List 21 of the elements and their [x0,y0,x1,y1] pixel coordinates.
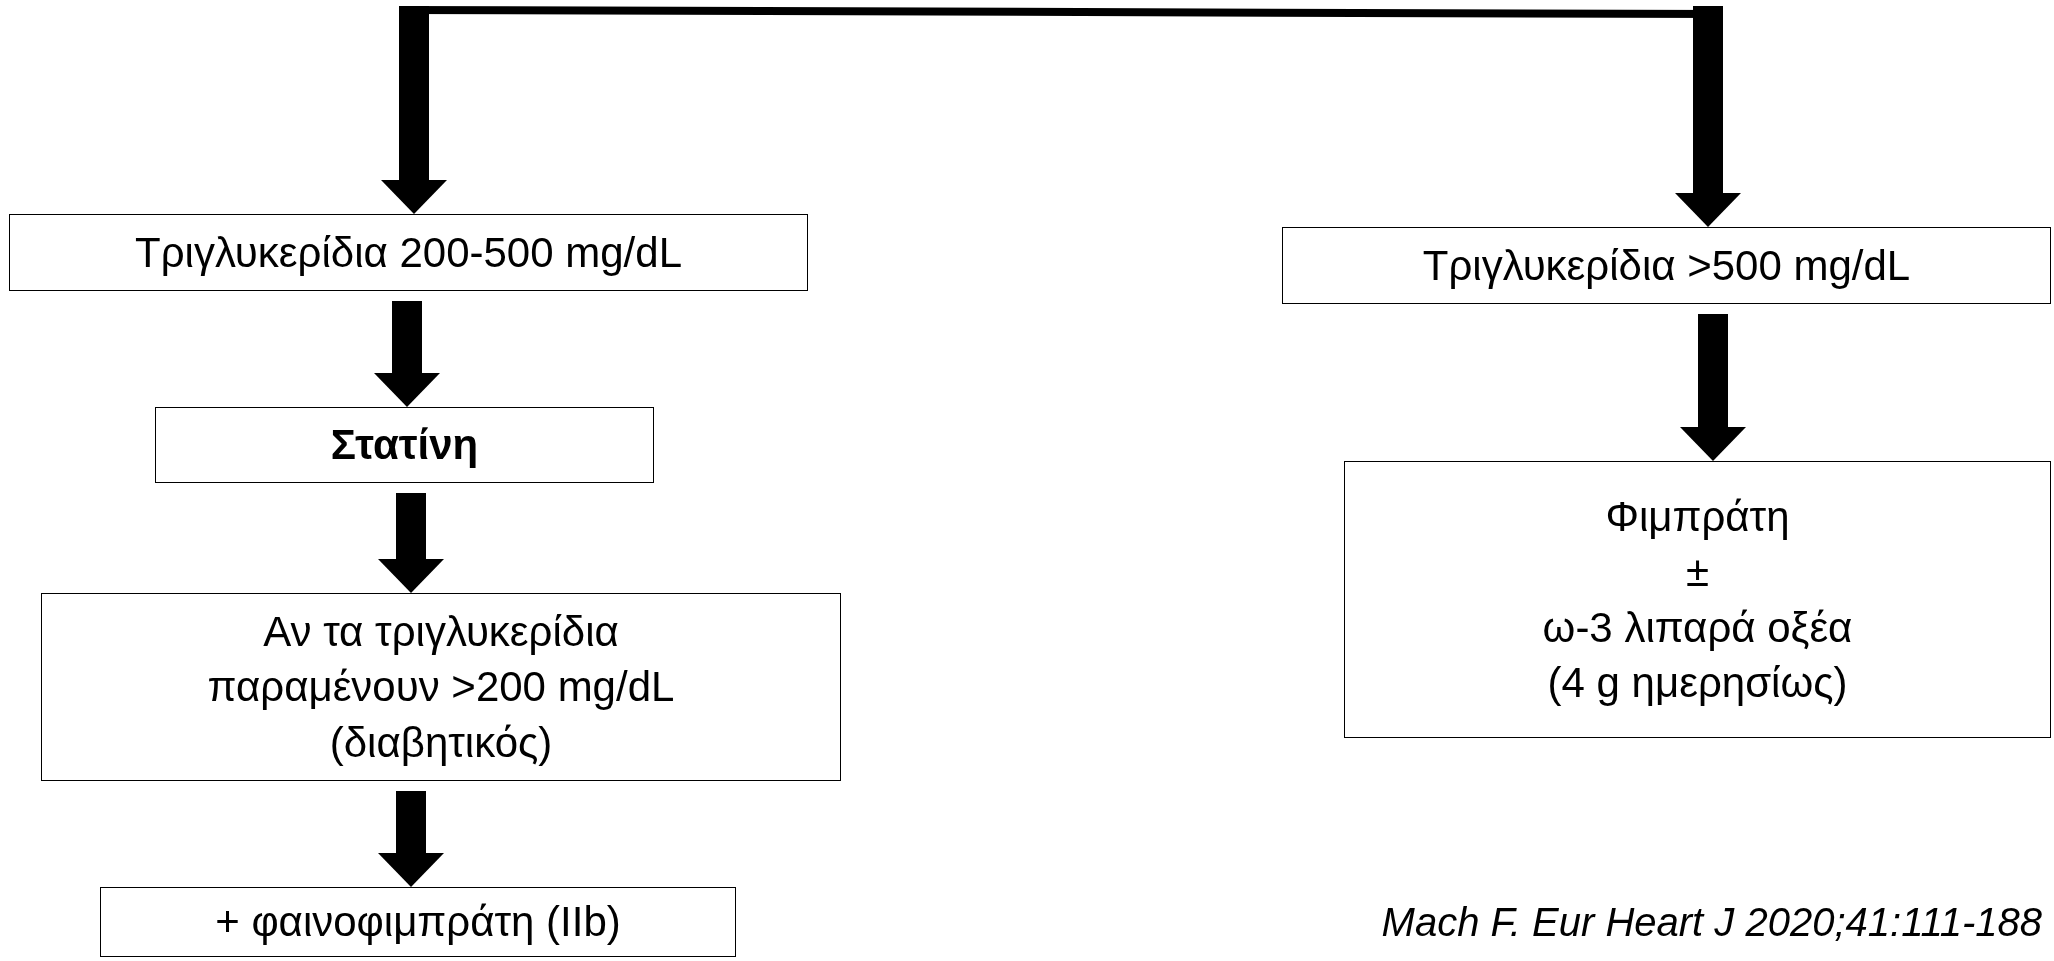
arrow [381,6,447,214]
box-text: ± [1685,547,1710,598]
arrow [1675,6,1741,227]
box-text: Αν τα τριγλυκερίδια παραμένουν >200 mg/dL (διαβητικός) [206,606,676,768]
box-text: ω-3 λιπαρά οξέα [1542,602,1853,653]
arrow [374,301,440,407]
box-text: Στατίνη [330,420,479,471]
process-box [41,593,841,781]
citation-text: Mach F. Eur Heart J 2020;41:111-188 [1381,900,2042,945]
process-box [1282,227,2051,304]
box-text: Τριγλυκερίδια 200-500 mg/dL [135,227,682,278]
box-text: Φιμπράτη [1605,491,1790,542]
arrow [378,791,444,887]
process-box [155,407,654,483]
process-box [9,214,808,291]
process-box [100,887,736,957]
box-text: (4 g ημερησίως) [1547,657,1848,708]
box-text: Τριγλυκερίδια >500 mg/dL [1422,240,1911,291]
box-text: + φαινοφιμπράτη (IIb) [215,897,621,948]
process-box [1344,461,2051,738]
arrow [1680,314,1746,461]
